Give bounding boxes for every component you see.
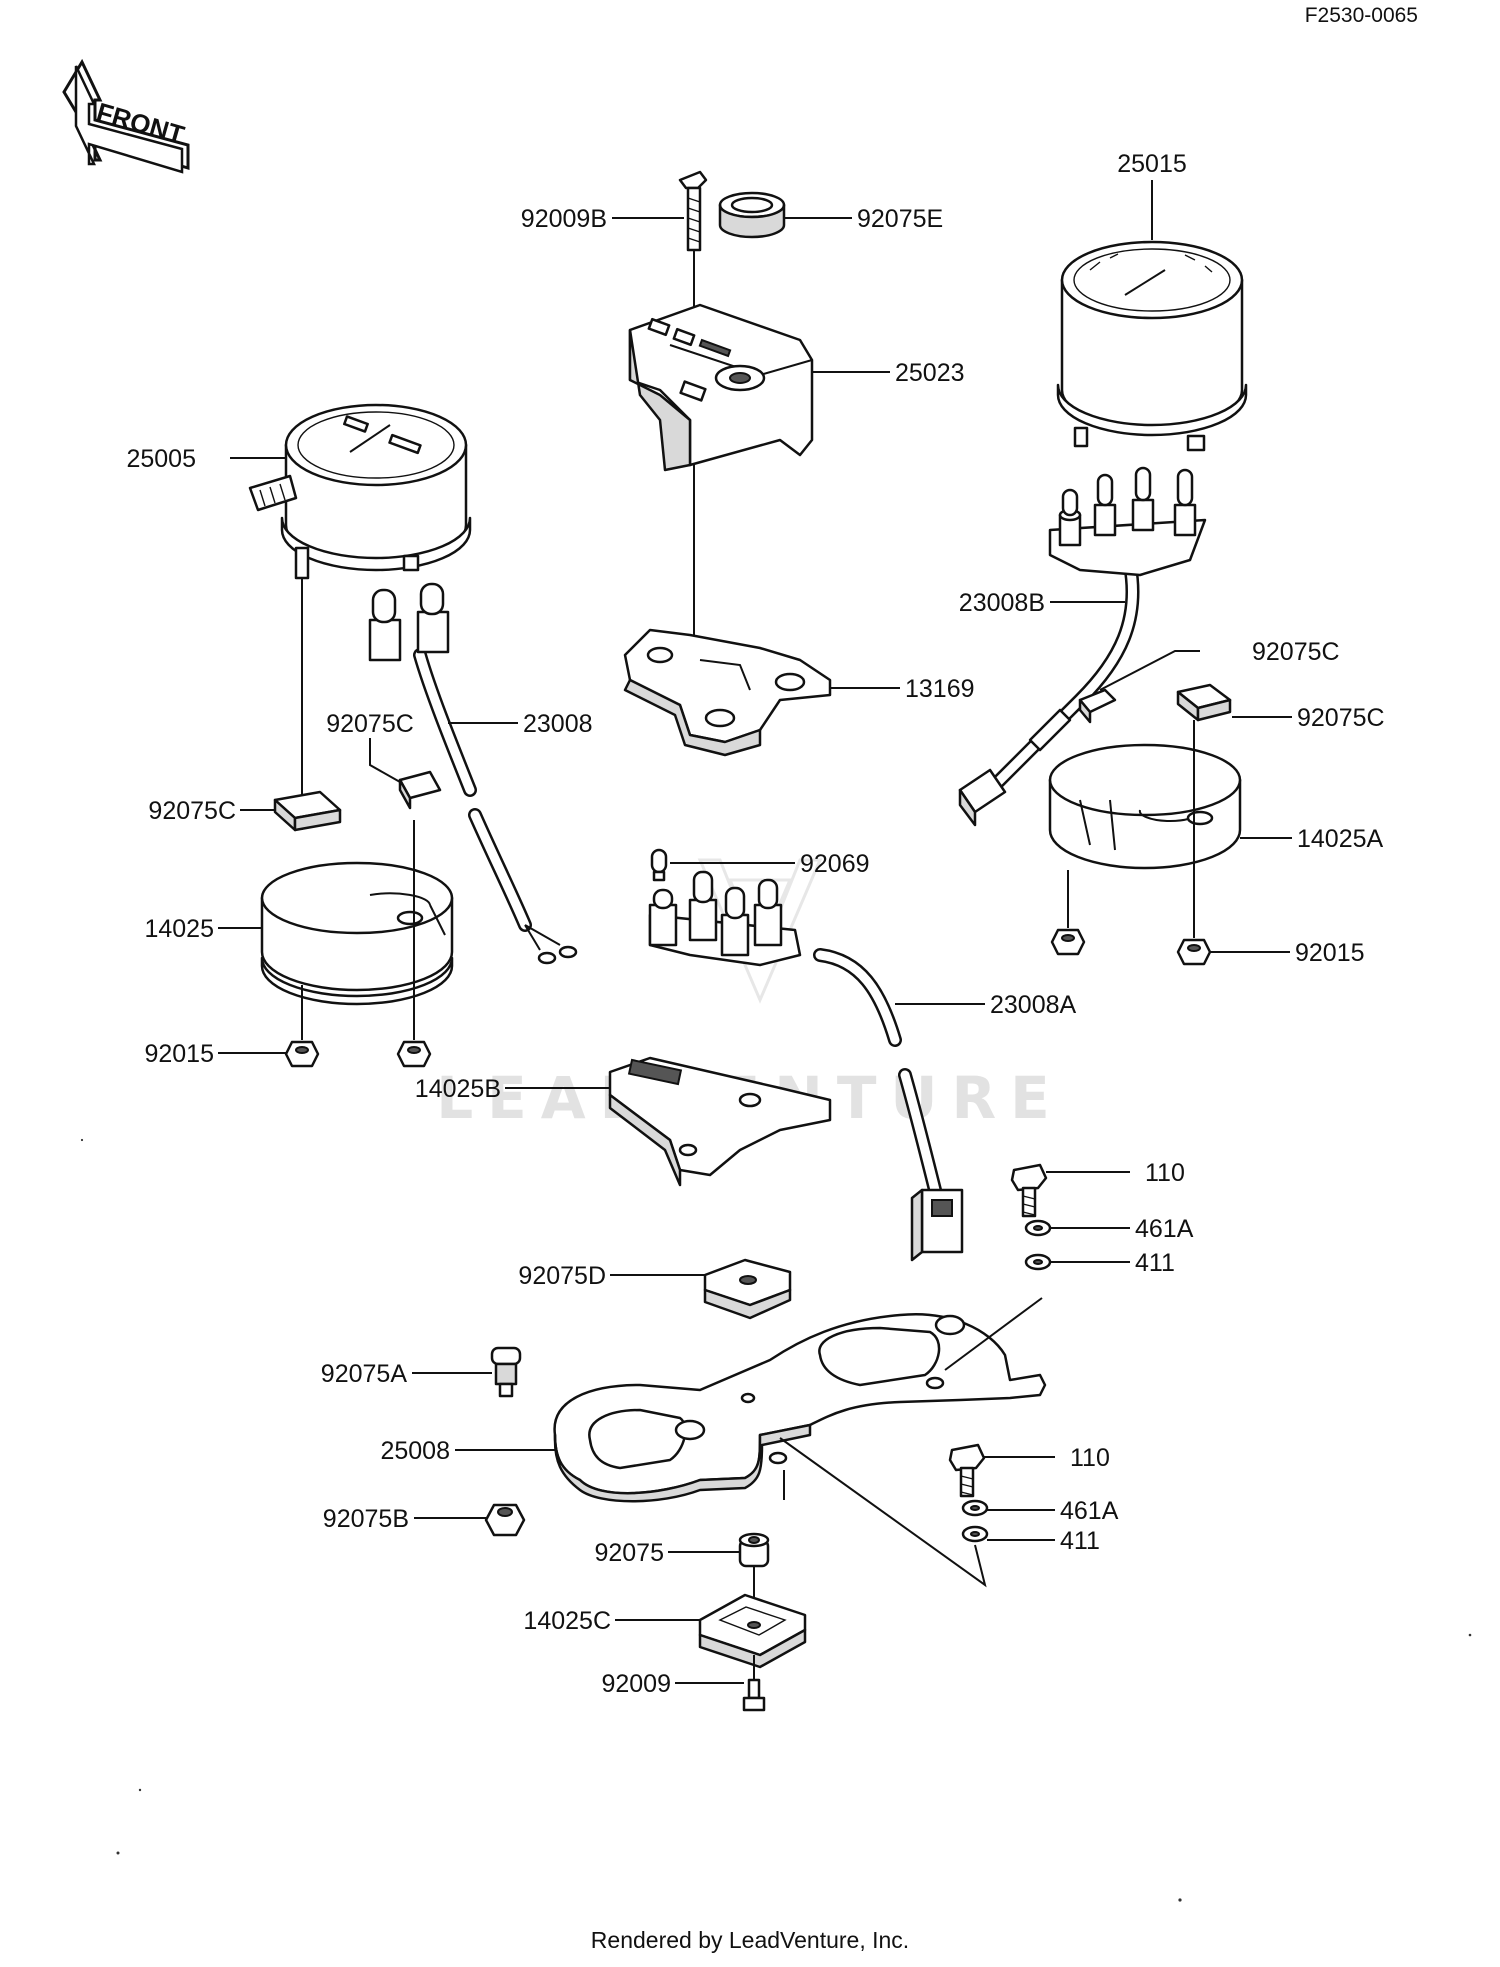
nut-92075b (484, 1503, 526, 1537)
label-92069: 92069 (800, 850, 870, 878)
label-92009: 92009 (601, 1670, 671, 1698)
label-92075c-r2: 92075C (1297, 704, 1385, 732)
label-92015-r: 92015 (1295, 939, 1365, 967)
pad-14025c (698, 1593, 807, 1669)
reference-code: F2530-0065 (1305, 4, 1418, 27)
label-14025c: 14025C (523, 1607, 611, 1635)
bolt-110-lower (948, 1443, 986, 1498)
cup-14025a (1048, 743, 1242, 870)
label-411-a: 411 (1135, 1249, 1175, 1277)
nut-92015-left-a (284, 1040, 320, 1068)
washer-411-upper (1024, 1253, 1052, 1271)
leader-lines (218, 180, 1292, 1684)
label-92015-l: 92015 (144, 1040, 214, 1068)
label-25008: 25008 (380, 1437, 450, 1465)
grommet-92075a (490, 1346, 522, 1398)
label-92075: 92075 (594, 1539, 664, 1567)
gauge-25015 (1056, 240, 1248, 452)
label-92009b: 92009B (521, 205, 607, 233)
damper-92075c-right (1176, 683, 1232, 722)
washer-411-lower (961, 1525, 989, 1543)
label-92075b: 92075B (323, 1505, 409, 1533)
damper-92075c-left-1 (398, 770, 442, 810)
label-411-b: 411 (1060, 1527, 1100, 1555)
pad-92075d (703, 1258, 792, 1320)
label-461a-b: 461A (1060, 1497, 1119, 1525)
harness-23008a (648, 870, 964, 1262)
nut-92015-left-b (396, 1040, 432, 1068)
nut-92015-right-a (1050, 928, 1086, 956)
washer-461a-lower (961, 1499, 989, 1517)
housing-25023 (628, 303, 814, 472)
clip-92075c-harness (1078, 688, 1117, 724)
bracket-13169 (623, 628, 832, 757)
label-25015: 25015 (1117, 150, 1187, 178)
label-25005: 25005 (126, 445, 196, 473)
nut-92015-right-b (1176, 938, 1212, 966)
label-92075c-l1: 92075C (326, 710, 414, 738)
label-23008b: 23008B (959, 589, 1045, 617)
grommet-92075e (718, 191, 786, 239)
screw-92009b (678, 170, 708, 252)
label-92075c-r1: 92075C (1252, 638, 1340, 666)
harness-23008 (368, 582, 578, 965)
scan-specks (80, 1138, 1472, 1902)
label-92075e: 92075E (857, 205, 943, 233)
label-92075d: 92075D (518, 1262, 606, 1290)
plate-25008 (553, 1313, 1047, 1503)
label-14025a: 14025A (1297, 825, 1384, 853)
footer-credit: Rendered by LeadVenture, Inc. (591, 1927, 909, 1953)
cup-14025 (260, 861, 454, 1006)
label-461a-a: 461A (1135, 1215, 1194, 1243)
bolt-110-upper (1010, 1163, 1048, 1218)
washer-461a-upper (1024, 1219, 1052, 1237)
label-110-b: 110 (1070, 1444, 1110, 1472)
label-23008: 23008 (523, 710, 593, 738)
label-25023: 25023 (895, 359, 965, 387)
screw-92009 (742, 1678, 766, 1712)
label-14025: 14025 (144, 915, 214, 943)
part-labels: 92009B 92075E 25015 25023 25005 23008B 9… (126, 150, 1384, 1698)
bracket-14025b (608, 1056, 832, 1187)
grommet-92075 (738, 1532, 770, 1568)
label-23008a: 23008A (990, 991, 1077, 1019)
gauge-25005 (248, 403, 472, 580)
label-14025b: 14025B (415, 1075, 501, 1103)
bulb-92069 (650, 848, 668, 882)
label-92075a: 92075A (321, 1360, 408, 1388)
label-92075c-l2: 92075C (148, 797, 236, 825)
label-13169: 13169 (905, 675, 975, 703)
damper-92075c-left-2 (273, 790, 342, 832)
front-arrow-icon: FRONT (62, 58, 190, 174)
label-110-a: 110 (1145, 1159, 1185, 1187)
